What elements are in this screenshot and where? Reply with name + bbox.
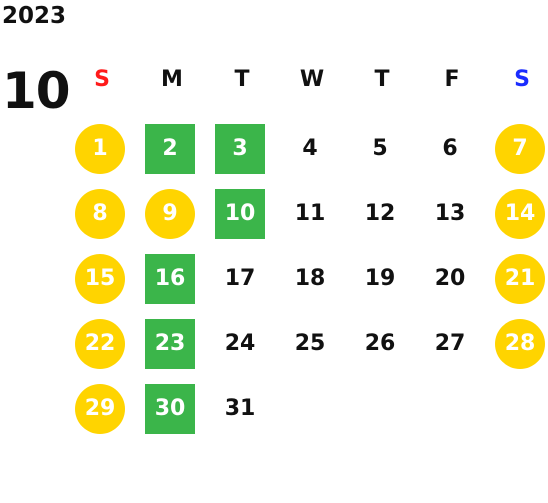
calendar-month: 10 (2, 62, 71, 120)
calendar-day-label: 24 (224, 331, 256, 356)
calendar-day-label: 12 (364, 201, 396, 226)
calendar-day-label: 6 (442, 136, 458, 161)
weekday-sunday: S (94, 67, 110, 92)
calendar-day-6[interactable]: 6 (417, 118, 487, 183)
calendar-day-3[interactable]: 3 (207, 118, 277, 183)
calendar-days-grid: 1 2 3 4 5 6 7 8 9 10 11 12 13 14 15 16 1… (67, 118, 548, 443)
calendar-day-9[interactable]: 9 (137, 183, 207, 248)
calendar-day-label: 1 (75, 124, 125, 174)
calendar-day-11[interactable]: 11 (277, 183, 347, 248)
calendar-day-26[interactable]: 26 (347, 313, 417, 378)
weekday-friday: F (444, 67, 460, 92)
calendar-day-label: 20 (434, 266, 466, 291)
calendar-day-22[interactable]: 22 (67, 313, 137, 378)
calendar-day-24[interactable]: 24 (207, 313, 277, 378)
calendar-day-29[interactable]: 29 (67, 378, 137, 443)
calendar-day-28[interactable]: 28 (487, 313, 548, 378)
calendar-day-label: 4 (302, 136, 318, 161)
calendar-day-label: 29 (75, 384, 125, 434)
calendar-day-12[interactable]: 12 (347, 183, 417, 248)
calendar-day-15[interactable]: 15 (67, 248, 137, 313)
calendar-day-label: 7 (495, 124, 545, 174)
weekday-thursday: T (374, 67, 390, 92)
calendar-day-19[interactable]: 19 (347, 248, 417, 313)
calendar-day-27[interactable]: 27 (417, 313, 487, 378)
calendar-day-label: 2 (145, 124, 195, 174)
weekday-wednesday: W (299, 67, 325, 92)
calendar-day-14[interactable]: 14 (487, 183, 548, 248)
calendar-day-8[interactable]: 8 (67, 183, 137, 248)
calendar-day-7[interactable]: 7 (487, 118, 548, 183)
calendar-day-label: 28 (495, 319, 545, 369)
calendar-day-25[interactable]: 25 (277, 313, 347, 378)
calendar-day-18[interactable]: 18 (277, 248, 347, 313)
calendar-day-label: 13 (434, 201, 466, 226)
calendar-year: 2023 (2, 3, 67, 29)
calendar-day-21[interactable]: 21 (487, 248, 548, 313)
calendar-day-label: 16 (145, 254, 195, 304)
calendar-day-2[interactable]: 2 (137, 118, 207, 183)
calendar-day-17[interactable]: 17 (207, 248, 277, 313)
calendar-day-23[interactable]: 23 (137, 313, 207, 378)
calendar-day-16[interactable]: 16 (137, 248, 207, 313)
calendar-day-10[interactable]: 10 (207, 183, 277, 248)
weekday-header-row: S M T W T F S (67, 64, 548, 96)
calendar-day-label: 21 (495, 254, 545, 304)
calendar-day-31[interactable]: 31 (207, 378, 277, 443)
calendar-day-4[interactable]: 4 (277, 118, 347, 183)
calendar-day-label: 25 (294, 331, 326, 356)
calendar-day-20[interactable]: 20 (417, 248, 487, 313)
calendar-day-label: 10 (215, 189, 265, 239)
calendar-day-label: 30 (145, 384, 195, 434)
calendar-day-label: 8 (75, 189, 125, 239)
calendar-day-label: 9 (145, 189, 195, 239)
calendar-day-label: 27 (434, 331, 466, 356)
calendar-day-label: 23 (145, 319, 195, 369)
calendar-day-label: 17 (224, 266, 256, 291)
weekday-saturday: S (514, 67, 530, 92)
calendar-day-label: 3 (215, 124, 265, 174)
calendar-day-label: 11 (294, 201, 326, 226)
weekday-monday: M (161, 67, 183, 92)
calendar-day-label: 26 (364, 331, 396, 356)
calendar-day-5[interactable]: 5 (347, 118, 417, 183)
calendar-day-label: 22 (75, 319, 125, 369)
calendar-day-1[interactable]: 1 (67, 118, 137, 183)
calendar-day-label: 19 (364, 266, 396, 291)
calendar-day-30[interactable]: 30 (137, 378, 207, 443)
calendar-day-label: 14 (495, 189, 545, 239)
calendar-day-13[interactable]: 13 (417, 183, 487, 248)
calendar-day-label: 31 (224, 396, 256, 421)
calendar-day-label: 18 (294, 266, 326, 291)
calendar-day-label: 15 (75, 254, 125, 304)
weekday-tuesday: T (234, 67, 250, 92)
calendar-day-label: 5 (372, 136, 388, 161)
